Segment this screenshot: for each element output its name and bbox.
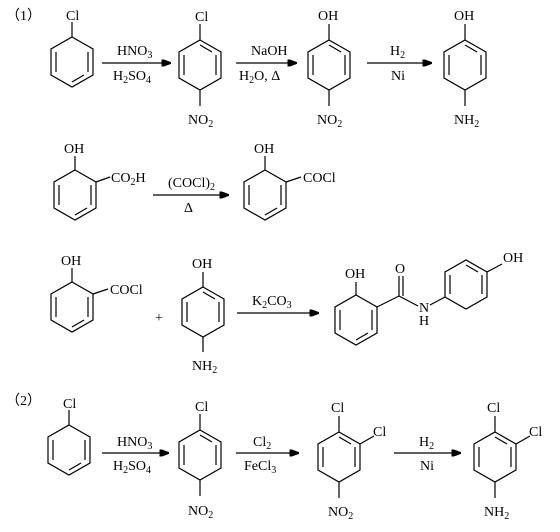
part-1-label: （1） bbox=[6, 8, 41, 24]
reagent-ni: Ni bbox=[391, 69, 405, 84]
arrow-reduction-1: H2 Ni bbox=[367, 44, 431, 84]
reagent-heat: Δ bbox=[184, 201, 193, 216]
salicyloyl-chloride-1: OH COCl bbox=[243, 142, 336, 221]
p-aminophenol-1: OH NH2 bbox=[443, 9, 487, 130]
reagent-fecl3: FeCl3 bbox=[244, 459, 276, 476]
salicyloyl-chloride-2: OH COCl bbox=[50, 254, 143, 333]
p-chloronitrobenzene-1: Cl NO2 bbox=[178, 10, 222, 130]
oh-label: OH bbox=[192, 257, 212, 272]
oh-label: OH bbox=[64, 142, 84, 157]
plus-sign: + bbox=[155, 311, 163, 326]
cl-label: Cl bbox=[195, 10, 208, 25]
reagent-oxalyl-chloride: (COCl)2 bbox=[168, 176, 215, 193]
arrow-coupling: K2CO3 bbox=[237, 294, 318, 313]
part-2-label: （2） bbox=[6, 393, 41, 409]
dichloroaniline: Cl Cl NH2 bbox=[473, 401, 542, 522]
amide-h-label: H bbox=[419, 314, 429, 329]
no2-label: NO2 bbox=[328, 505, 353, 522]
reagent-naoh: NaOH bbox=[251, 44, 288, 59]
nh2-label: NH2 bbox=[192, 359, 217, 376]
carbonyl-o-label: O bbox=[395, 262, 405, 277]
reagent-h2: H2 bbox=[419, 435, 434, 452]
salicylanilide-product: OH O N H OH bbox=[334, 251, 523, 346]
cl-label: Cl bbox=[195, 400, 208, 415]
no2-label: NO2 bbox=[317, 113, 342, 130]
reagent-ni: Ni bbox=[420, 459, 434, 474]
no2-label: NO2 bbox=[188, 504, 213, 521]
reagent-cl2: Cl2 bbox=[253, 435, 271, 452]
reagent-h2: H2 bbox=[390, 44, 405, 61]
p-chloronitrobenzene-2: Cl NO2 bbox=[178, 400, 222, 521]
chlorobenzene-1: Cl bbox=[50, 9, 94, 88]
amide-n-label: N bbox=[419, 301, 429, 316]
cl-label: Cl bbox=[487, 401, 500, 416]
nh2-label: NH2 bbox=[454, 113, 479, 130]
no2-label: NO2 bbox=[188, 113, 213, 130]
reagent-hno3: HNO3 bbox=[117, 44, 152, 61]
cocl-label: COCl bbox=[303, 171, 336, 186]
cocl-label: COCl bbox=[110, 283, 143, 298]
nh2-label: NH2 bbox=[484, 505, 509, 522]
oh-label: OH bbox=[503, 251, 523, 266]
arrow-nitration-1: HNO3 H2SO4 bbox=[102, 44, 170, 86]
cl-label: Cl bbox=[373, 425, 386, 440]
cl-label: Cl bbox=[66, 9, 79, 24]
oh-label: OH bbox=[254, 142, 274, 157]
reagent-hno3: HNO3 bbox=[117, 435, 152, 452]
salicylic-acid: OH CO2H bbox=[53, 142, 146, 221]
arrow-chlorination: Cl2 FeCl3 bbox=[236, 435, 298, 476]
oh-label: OH bbox=[318, 9, 338, 24]
cl-label: Cl bbox=[529, 425, 542, 440]
chlorobenzene-2: Cl bbox=[47, 397, 91, 476]
cl-label: Cl bbox=[331, 401, 344, 416]
arrow-reduction-2: H2 Ni bbox=[394, 435, 460, 474]
oh-label: OH bbox=[345, 267, 365, 282]
co2h-label: CO2H bbox=[111, 171, 146, 188]
oh-label: OH bbox=[61, 254, 81, 269]
arrow-acyl-chloride: (COCl)2 Δ bbox=[153, 176, 228, 216]
arrow-hydrolysis: NaOH H2O, Δ bbox=[236, 44, 296, 86]
arrow-nitration-2: HNO3 H2SO4 bbox=[102, 435, 168, 476]
p-nitrophenol: OH NO2 bbox=[307, 9, 351, 130]
p-aminophenol-2: OH NH2 bbox=[181, 257, 225, 376]
dichloronitrobenzene: Cl Cl NO2 bbox=[317, 401, 386, 522]
reagent-h2o: H2O, Δ bbox=[239, 69, 280, 86]
reagent-h2so4: H2SO4 bbox=[113, 69, 151, 86]
cl-label: Cl bbox=[63, 397, 76, 412]
oh-label: OH bbox=[454, 9, 474, 24]
reagent-h2so4: H2SO4 bbox=[113, 459, 151, 476]
reagent-k2co3: K2CO3 bbox=[252, 294, 292, 311]
